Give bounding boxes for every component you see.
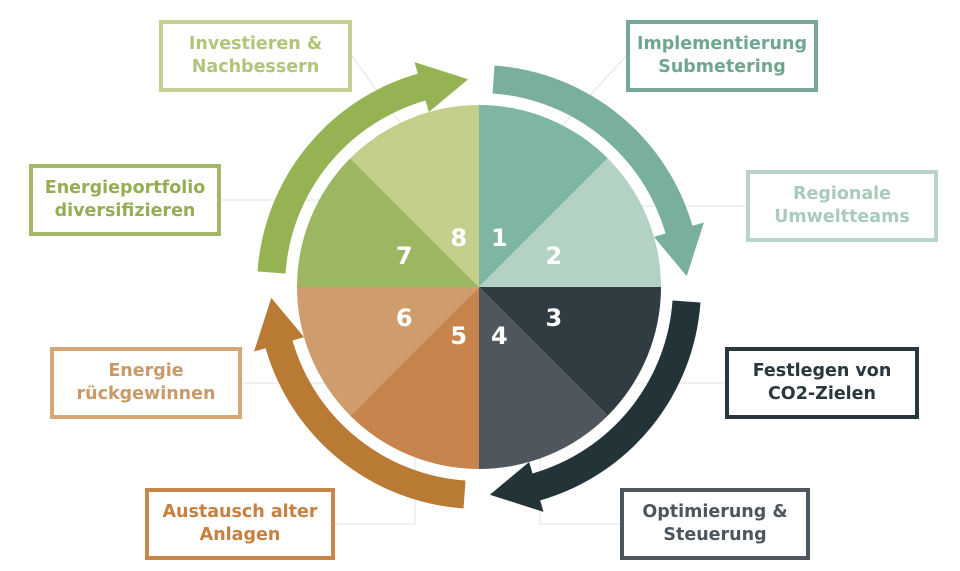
segment-numbers: 1 2 3 45 6 7 8 — [396, 224, 562, 350]
segment-number-1: 1 — [491, 224, 508, 252]
pie-segment-7 — [297, 158, 479, 287]
label-box-6: Energie rückgewinnen — [50, 347, 242, 419]
pie-wheel — [297, 105, 661, 469]
cycle-arrow-4 — [257, 62, 469, 274]
pie-segment-1 — [479, 105, 608, 287]
label-box-8: Investieren & Nachbessern — [159, 20, 352, 92]
pie-segment-5 — [350, 287, 479, 469]
cycle-arrow-2 — [489, 300, 701, 512]
segment-number-7: 7 — [396, 242, 413, 270]
pie-segment-8 — [350, 105, 479, 287]
segment-number-8: 8 — [450, 224, 467, 252]
cycle-arrow-3 — [254, 297, 466, 509]
label-box-7: Energieportfolio diversifizieren — [29, 164, 221, 236]
cycle-arrows — [254, 62, 704, 512]
label-box-1: Implementierung Submetering — [626, 20, 818, 92]
pie-segment-2 — [479, 158, 661, 287]
leader-line-4 — [539, 430, 620, 525]
label-box-5: Austausch alter Anlagen — [145, 488, 335, 560]
segment-number-3: 3 — [545, 304, 562, 332]
label-box-3: Festlegen von CO2-Zielen — [725, 347, 919, 419]
segment-number-4: 4 — [491, 322, 508, 350]
label-box-4: Optimierung & Steuerung — [620, 488, 810, 560]
pie-segment-3 — [479, 287, 661, 416]
label-box-2: Regionale Umweltteams — [746, 170, 938, 242]
segment-number-6: 6 — [396, 304, 413, 332]
leader-line-5 — [335, 430, 416, 525]
segment-number-2: 2 — [545, 242, 562, 270]
pie-segment-6 — [297, 287, 479, 416]
cycle-arrow-1 — [492, 65, 704, 277]
segment-number-5: 5 — [450, 322, 467, 350]
pie-segment-4 — [479, 287, 608, 469]
